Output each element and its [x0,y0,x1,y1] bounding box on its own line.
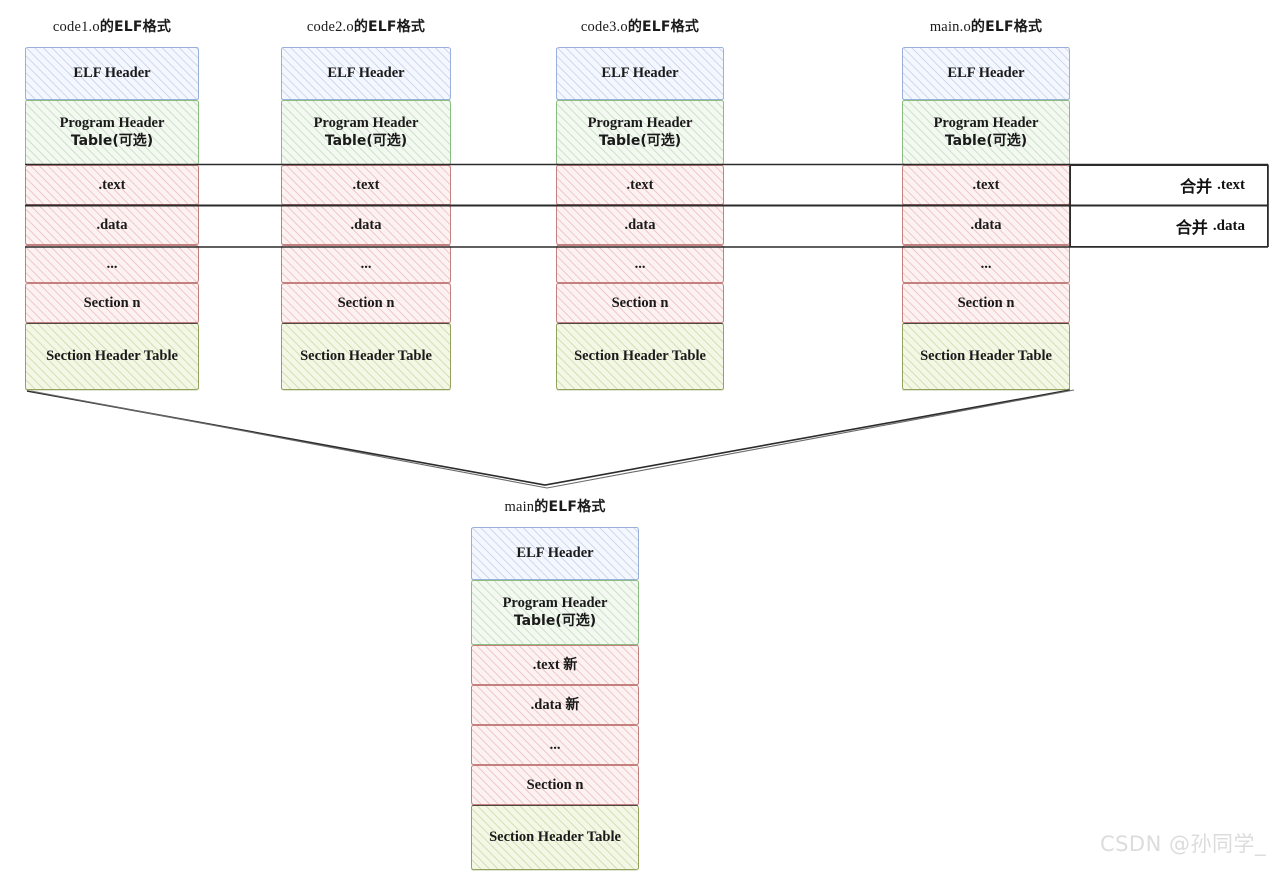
segment-data: .data [902,205,1070,245]
segment-ellipsis: ... [902,245,1070,283]
segment-elf-header: ELF Header [281,47,451,100]
segment-section-header-table: Section Header Table [556,323,724,390]
column-title-code2: code2.o的ELF格式 [306,19,426,35]
segment-section-n: Section n [25,283,199,323]
merge-label-data-row: 合并.data [1070,205,1268,247]
funnel-outer-edge [26,389,1071,486]
segment-text: .text [902,165,1070,205]
segment-elf-header: ELF Header [471,527,639,580]
segment-section-header-table: Section Header Table [281,323,451,390]
segment-ellipsis: ... [471,725,639,765]
segment-text: .text [556,165,724,205]
segment-section-header-table: Section Header Table [902,323,1070,390]
segment-section-n: Section n [471,765,639,805]
merge-label-text-row: 合并.text [1070,164,1268,206]
segment-text-new: .text 新 [471,645,639,685]
column-title-main: main的ELF格式 [504,499,606,515]
segment-section-n: Section n [556,283,724,323]
segment-section-n: Section n [281,283,451,323]
segment-elf-header: ELF Header [25,47,199,100]
segment-section-n: Section n [902,283,1070,323]
csdn-watermark: CSDN @孙同学_ [1099,832,1266,856]
segment-section-header-table: Section Header Table [471,805,639,870]
segment-elf-header: ELF Header [902,47,1070,100]
segment-data: .data [25,205,199,245]
segment-elf-header: ELF Header [556,47,724,100]
segment-data-new: .data 新 [471,685,639,725]
segment-ellipsis: ... [25,245,199,283]
segment-data: .data [281,205,451,245]
segment-section-header-table: Section Header Table [25,323,199,390]
segment-ellipsis: ... [556,245,724,283]
segment-text: .text [281,165,451,205]
column-title-code3: code3.o的ELF格式 [580,19,700,35]
column-title-code1: code1.o的ELF格式 [52,19,172,35]
segment-ellipsis: ... [281,245,451,283]
column-title-main-o: main.o的ELF格式 [929,19,1043,35]
segment-text: .text [25,165,199,205]
funnel-inner-edge [30,389,1075,489]
segment-data: .data [556,205,724,245]
